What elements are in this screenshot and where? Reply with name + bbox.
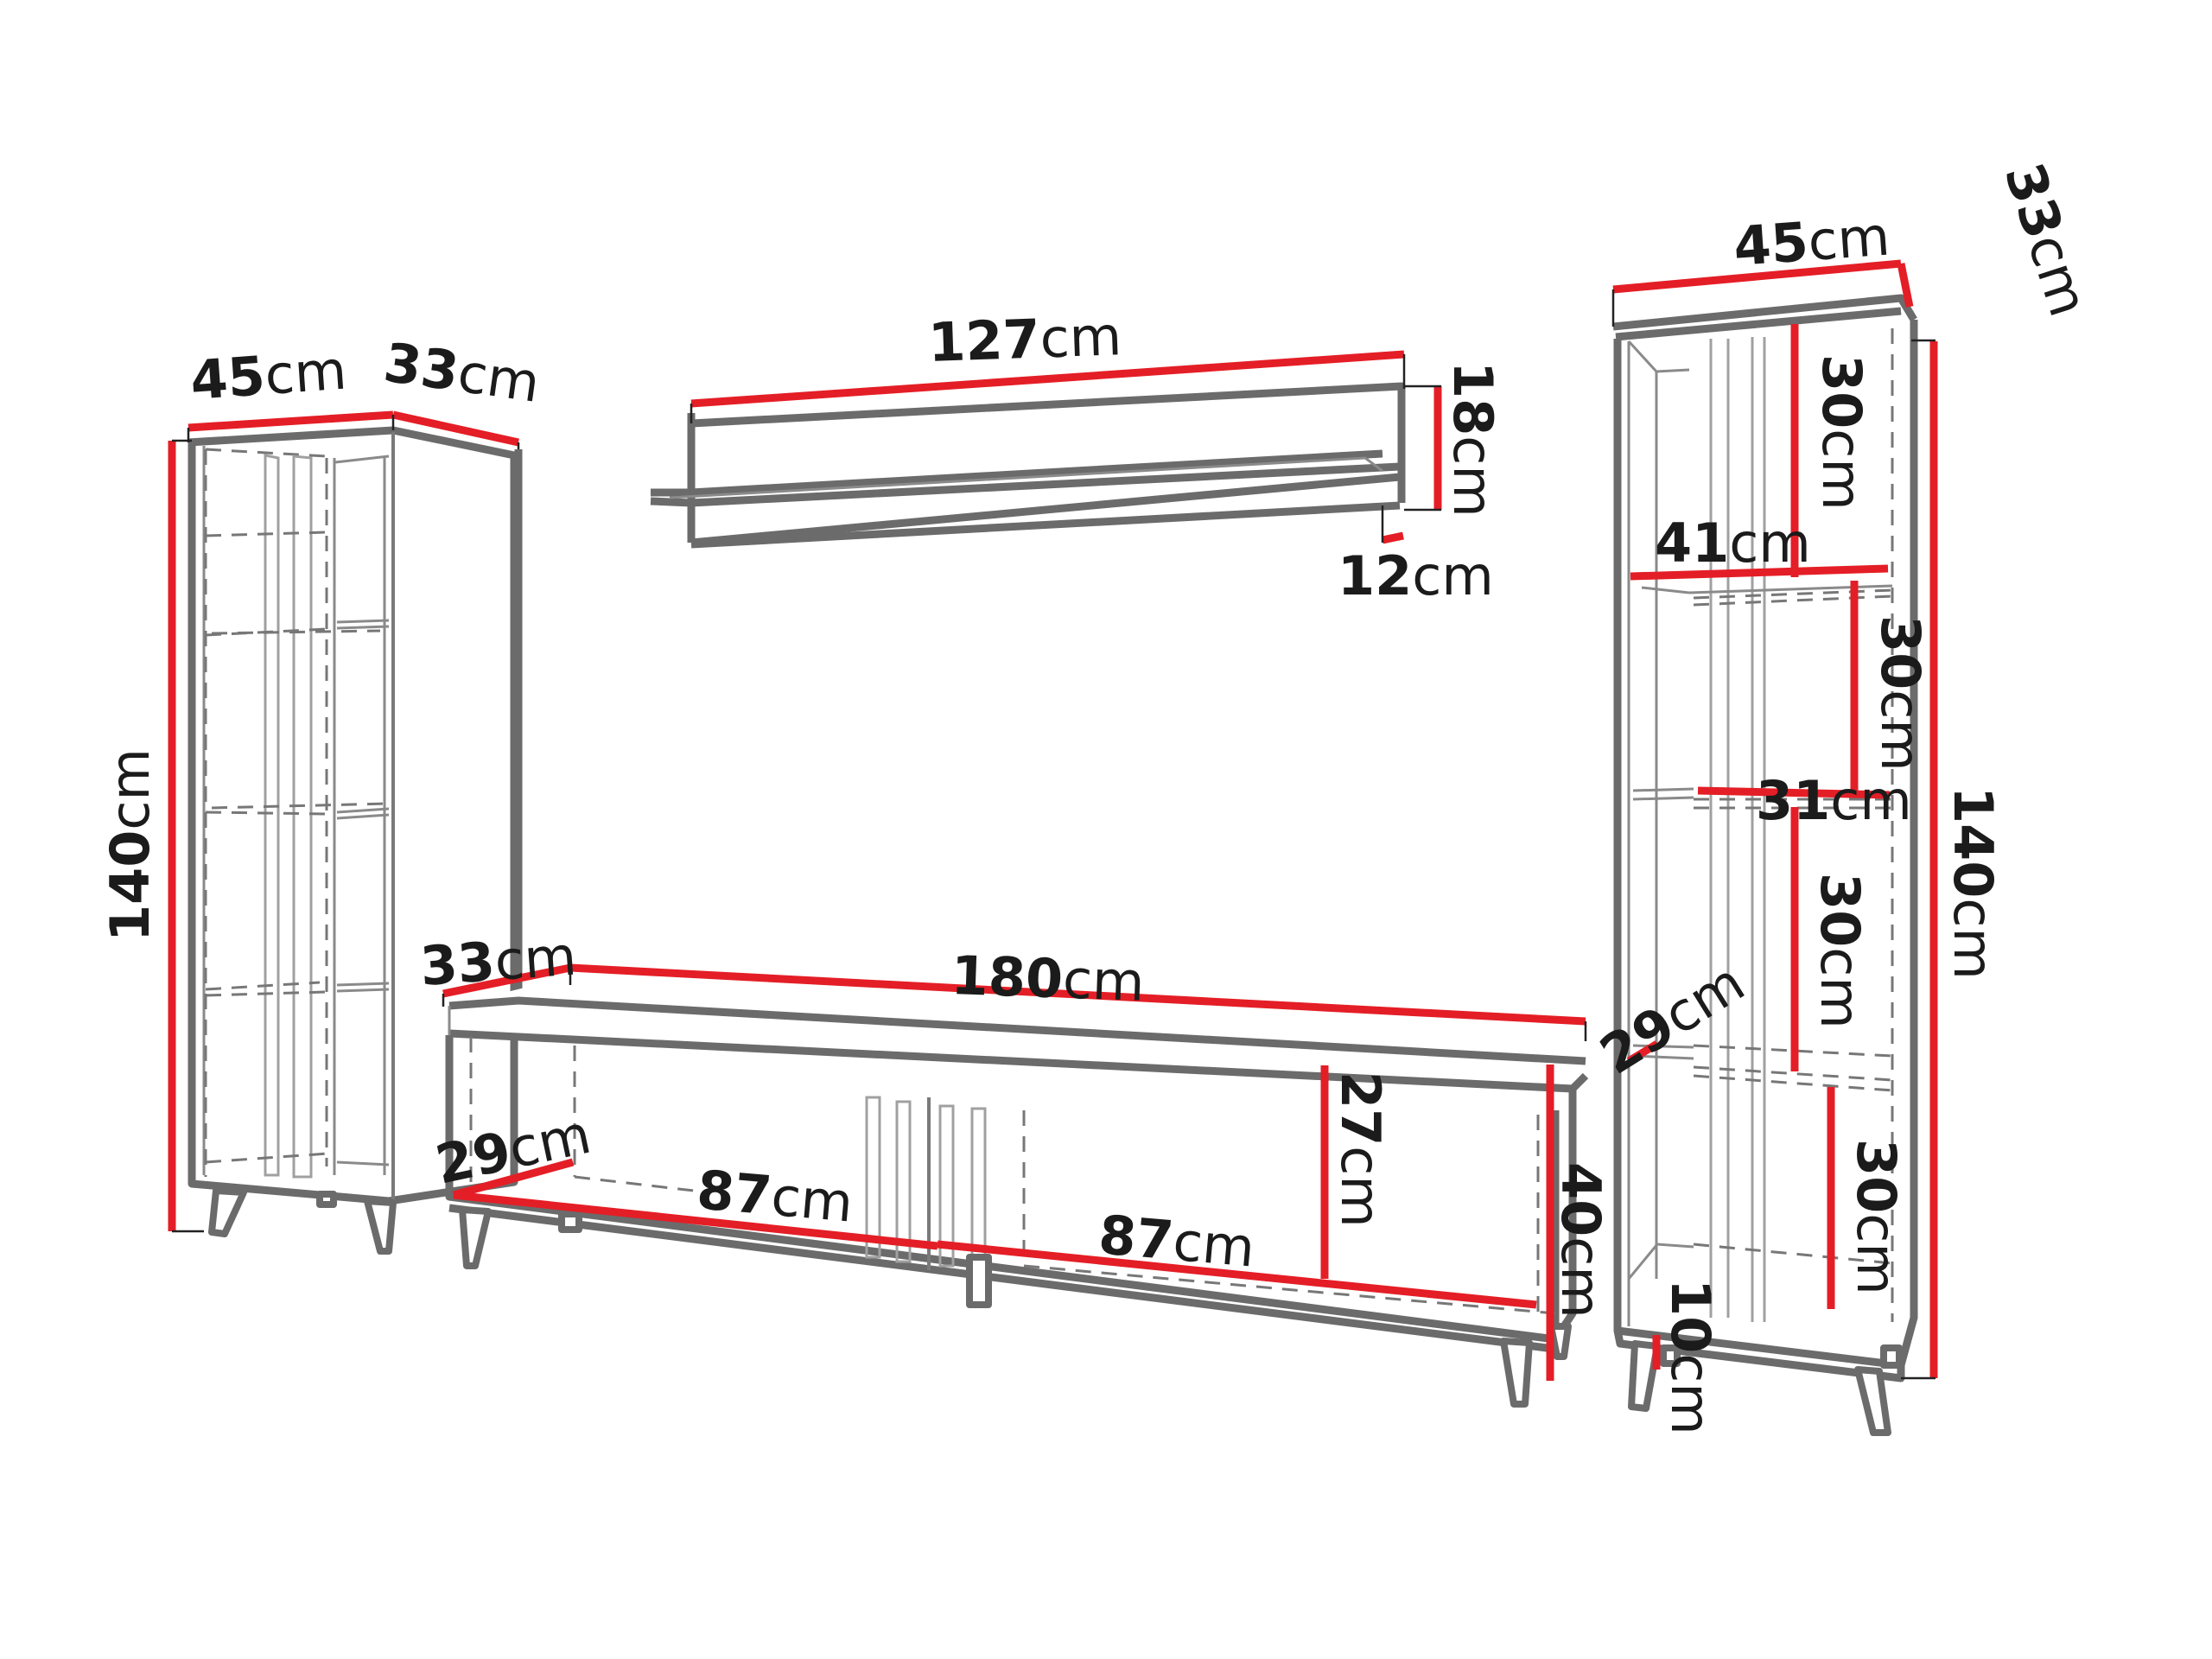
wall-shelf-depth-label: 12cm — [1338, 544, 1494, 607]
tv-stand-left-compartment-line — [453, 1191, 938, 1250]
wall-shelf-depth-line — [1382, 531, 1404, 544]
right-cabinet-depth-line — [1897, 263, 1914, 308]
tv-stand-inner-height-label: 27cm — [1329, 1071, 1392, 1228]
tv-stand-width-line — [569, 963, 1586, 1026]
tv-stand: 33cm 180cm 29cm 87cm 87cm 27cm 40cm — [418, 449, 1612, 1408]
left-cabinet-depth-label: 33cm — [380, 331, 543, 415]
right-cabinet-shelf1-height-label: 30cm — [1810, 354, 1873, 511]
left-cabinet-width-label: 45cm — [188, 339, 348, 412]
tv-stand-height-label: 40cm — [1549, 1162, 1612, 1319]
right-cabinet-shelf4-height-label: 30cm — [1845, 1139, 1908, 1295]
wall-shelf-width-line — [690, 350, 1405, 408]
tv-stand-depth-line — [442, 963, 571, 998]
right-cabinet-width-label: 45cm — [1732, 205, 1891, 278]
left-cabinet-width-line — [188, 410, 394, 432]
right-cabinet-depth-label: 33cm — [1993, 156, 2101, 323]
right-cabinet-shelf2-height-label: 30cm — [1869, 615, 1932, 772]
right-cabinet-shelf3-height-label: 30cm — [1808, 873, 1872, 1029]
left-cabinet-height-label: 140cm — [99, 748, 162, 942]
wall-shelf-height-label: 18cm — [1441, 361, 1504, 518]
left-cabinet: 45cm 33cm 140cm — [99, 331, 543, 1255]
right-cabinet-shelf2-width-line — [1697, 786, 1891, 799]
tv-stand-depth-label: 33cm — [418, 925, 578, 998]
tv-stand-width-label: 180cm — [950, 944, 1145, 1014]
tv-stand-inner-depth-line — [452, 1158, 575, 1199]
right-cabinet-width-line — [1612, 259, 1902, 294]
right-cabinet-shelf-depth-line — [1626, 1040, 1660, 1065]
wall-shelf: 127cm 18cm 12cm — [650, 304, 1504, 607]
wall-shelf-width-label: 127cm — [927, 304, 1122, 374]
right-cabinet: 45cm 33cm 30cm 41cm 30cm 31cm 30cm 29cm … — [1589, 156, 2101, 1436]
tv-stand-left-compartment-label: 87cm — [695, 1158, 855, 1234]
right-cabinet-shelf2-width-label: 31cm — [1756, 769, 1912, 832]
tv-stand-right-compartment-line — [937, 1240, 1537, 1309]
tv-stand-right-compartment-label: 87cm — [1096, 1203, 1257, 1279]
right-cabinet-height-label: 140cm — [1942, 786, 2005, 980]
right-cabinet-shelf1-width-line — [1630, 564, 1889, 581]
right-cabinet-height-label-leg: 10cm — [1659, 1279, 1722, 1435]
left-cabinet-depth-line — [392, 410, 519, 447]
right-cabinet-shelf1-width-label: 41cm — [1655, 512, 1811, 575]
